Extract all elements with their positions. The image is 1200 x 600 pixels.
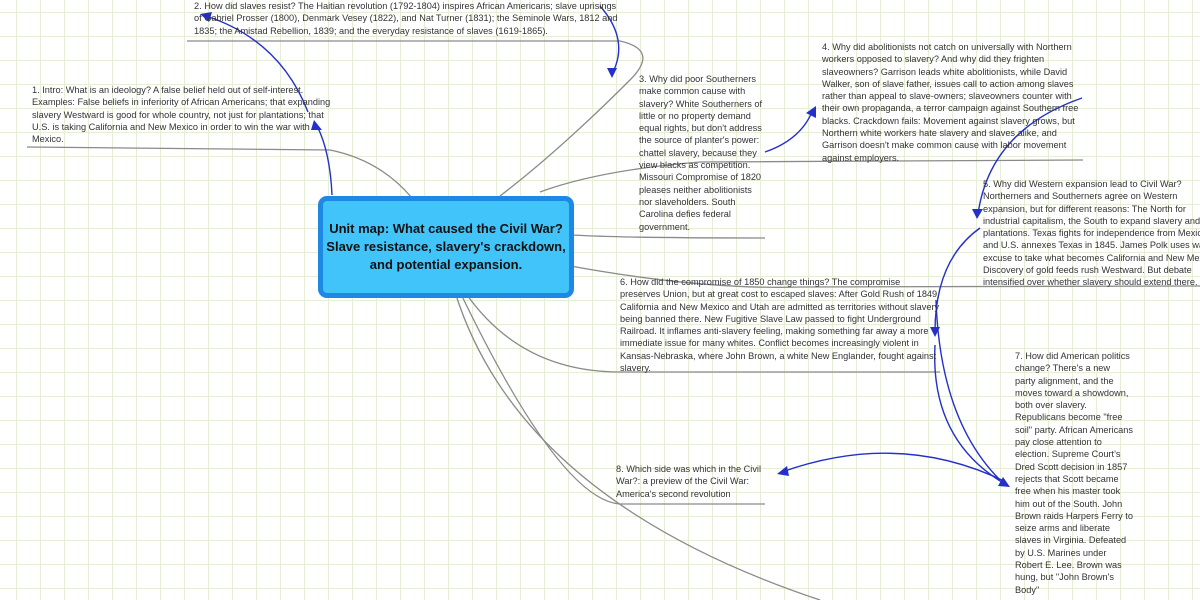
arrow-5-to-6 (934, 227, 981, 333)
topic-8-which-side[interactable]: 8. Which side was which in the Civil War… (616, 464, 762, 499)
topic-1-intro[interactable]: 1. Intro: What is an ideology? A false b… (32, 85, 331, 145)
connector-topic-3 (559, 233, 766, 239)
connector-topic-6 (464, 291, 940, 373)
arrow-3-to-4 (764, 111, 813, 153)
arrow-7-to-8 (781, 452, 1007, 483)
connector-topic-8 (459, 291, 765, 505)
topic-3-poor-southerners[interactable]: 3. Why did poor Southerners make common … (639, 74, 763, 232)
arrow-2-to-3 (599, 5, 620, 75)
connector-topic-5 (564, 264, 1200, 288)
topic-2-slave-resistance[interactable]: 2. How did slaves resist? The Haitian re… (194, 1, 618, 36)
arrow-1-to-2 (205, 15, 309, 113)
central-topic-title: Unit map: What caused the Civil War? Sla… (326, 221, 566, 272)
topic-7-american-politics[interactable]: 7. How did American politics change? The… (1015, 351, 1133, 595)
connector-topic-2 (187, 40, 644, 197)
arrow-6-to-7 (933, 344, 1006, 485)
connector-topic-4 (539, 159, 1084, 193)
central-topic[interactable]: Unit map: What caused the Civil War? Sla… (318, 196, 574, 298)
topic-4-abolitionists[interactable]: 4. Why did abolitionists not catch on un… (822, 42, 1079, 163)
topic-5-western-expansion[interactable]: 5. Why did Western expansion lead to Civ… (983, 179, 1200, 288)
arrow-4-to-5 (977, 97, 1083, 215)
connector-topic-1 (26, 146, 413, 199)
topic-6-compromise-1850[interactable]: 6. How did the compromise of 1850 change… (620, 277, 940, 374)
connector-topic-7 (454, 291, 821, 600)
